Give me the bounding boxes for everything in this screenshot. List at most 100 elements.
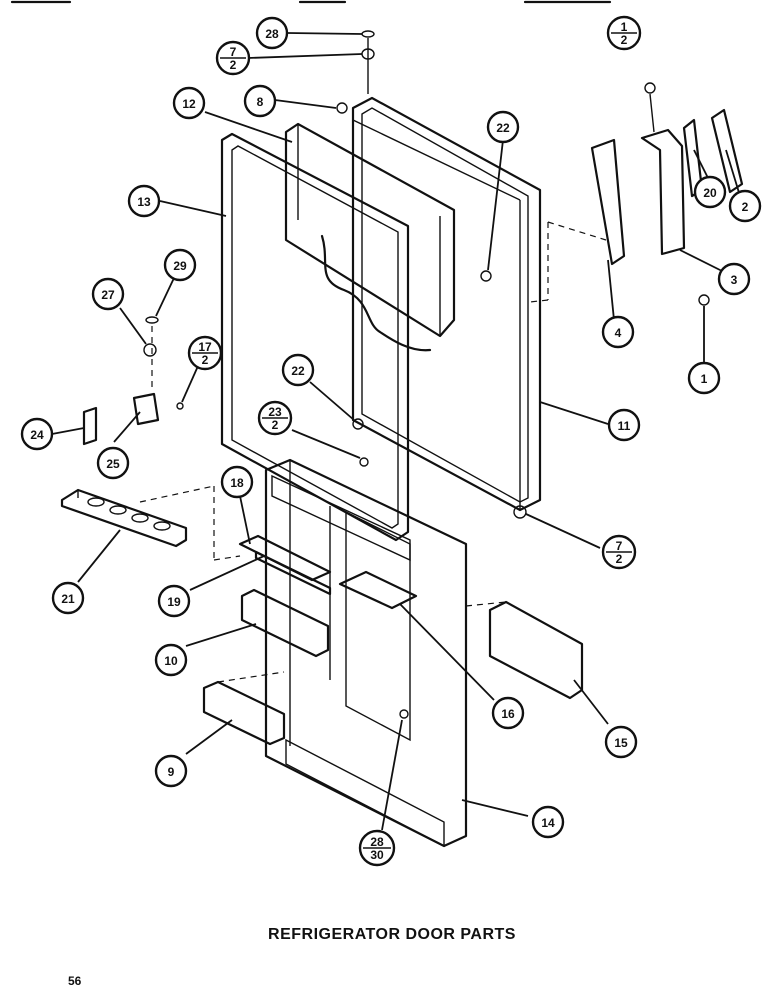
callout-circle [717, 262, 751, 296]
callout-20: 20 [693, 175, 727, 209]
callout-14: 14 [531, 805, 565, 839]
callout-number-bottom: 2 [272, 418, 279, 432]
callout-11: 11 [607, 408, 641, 442]
callout-circle [531, 805, 565, 839]
door-bin-9 [202, 671, 286, 746]
egg-tray-alignment-lines [139, 485, 241, 561]
callout-number: 1 [701, 372, 708, 386]
callout-10: 10 [154, 643, 188, 677]
callout-4: 4 [601, 315, 635, 349]
callout-number: 29 [173, 259, 187, 273]
callout-number-top: 17 [198, 340, 212, 354]
callout-21: 21 [51, 581, 85, 615]
callout-number-bottom: 2 [616, 552, 623, 566]
callout-number-bottom: 2 [202, 353, 209, 367]
callout-13: 13 [127, 184, 161, 218]
outer-door-panel [351, 96, 542, 512]
callout-number: 9 [168, 765, 175, 779]
diagram-title: REFRIGERATOR DOOR PARTS [268, 926, 516, 943]
callout-8: 8 [243, 84, 277, 118]
callout-1: 1 [687, 361, 721, 395]
callout-22-lower: 22 [281, 353, 315, 387]
callout-25: 25 [96, 446, 130, 480]
leader-lines [51, 32, 741, 831]
callout-circle [604, 725, 638, 759]
callout-circle [154, 754, 188, 788]
callout-circle [20, 417, 54, 451]
page-number: 56 [68, 974, 82, 988]
callout-circle [51, 581, 85, 615]
callout-number: 2 [742, 200, 749, 214]
callout-22-upper: 22 [486, 110, 520, 144]
callout-7-2-top: 72 [215, 40, 251, 76]
callout-23-2: 232 [257, 400, 293, 436]
callout-number-top: 28 [370, 835, 384, 849]
door-bin-10 [240, 588, 330, 658]
callout-circle [157, 584, 191, 618]
callout-number: 15 [614, 736, 628, 750]
callout-number: 18 [230, 476, 244, 490]
lower-door-liner [264, 458, 468, 848]
callout-number: 24 [30, 428, 44, 442]
callout-2: 2 [728, 189, 762, 223]
callout-17-2: 172 [187, 335, 223, 371]
callout-number: 22 [496, 121, 510, 135]
dairy-bin-16 [338, 570, 418, 610]
callout-circle [96, 446, 130, 480]
callout-circle [687, 361, 721, 395]
callout-number: 16 [501, 707, 515, 721]
callout-number: 27 [101, 288, 115, 302]
callout-number: 13 [137, 195, 151, 209]
callout-circle [601, 315, 635, 349]
callout-number: 3 [731, 273, 738, 287]
callout-number-bottom: 2 [621, 33, 628, 47]
callout-18: 18 [220, 465, 254, 499]
lower-fasteners [352, 270, 527, 719]
door-liner [284, 122, 456, 352]
door-shelf-18 [238, 534, 332, 582]
callout-number: 8 [257, 95, 264, 109]
callout-number: 12 [182, 97, 196, 111]
callout-number-bottom: 2 [230, 58, 237, 72]
callout-12: 12 [172, 86, 206, 120]
shelf-rail-19 [254, 550, 332, 596]
callout-circle [154, 643, 188, 677]
callout-circle [172, 86, 206, 120]
callout-circle [728, 189, 762, 223]
callout-number: 14 [541, 816, 555, 830]
callout-number-bottom: 30 [370, 848, 384, 862]
callout-15: 15 [604, 725, 638, 759]
callout-number: 22 [291, 364, 305, 378]
callout-circle [693, 175, 727, 209]
callout-number: 25 [106, 457, 120, 471]
trim-strip-15 [465, 600, 584, 700]
callout-number-top: 23 [268, 405, 282, 419]
door-gasket [220, 132, 410, 542]
callout-number-top: 7 [616, 539, 623, 553]
callout-1-2: 12 [606, 15, 642, 51]
callout-circle [491, 696, 525, 730]
callout-number: 11 [618, 419, 631, 433]
callout-circle [243, 84, 277, 118]
callout-9: 9 [154, 754, 188, 788]
callout-circle [220, 465, 254, 499]
lower-hinge-parts [82, 316, 184, 446]
callout-circle [91, 277, 125, 311]
callout-number: 4 [615, 326, 622, 340]
callout-number: 10 [164, 654, 178, 668]
callout-16: 16 [491, 696, 525, 730]
callout-28-top: 28 [255, 16, 289, 50]
callout-number: 21 [61, 592, 75, 606]
callout-27: 27 [91, 277, 125, 311]
callout-number: 19 [167, 595, 181, 609]
callout-3: 3 [717, 262, 751, 296]
callout-number: 20 [703, 186, 717, 200]
callout-29: 29 [163, 248, 197, 282]
callout-circle [255, 16, 289, 50]
callout-7-2-bottom: 72 [601, 534, 637, 570]
callout-19: 19 [157, 584, 191, 618]
callout-number-top: 7 [230, 45, 237, 59]
